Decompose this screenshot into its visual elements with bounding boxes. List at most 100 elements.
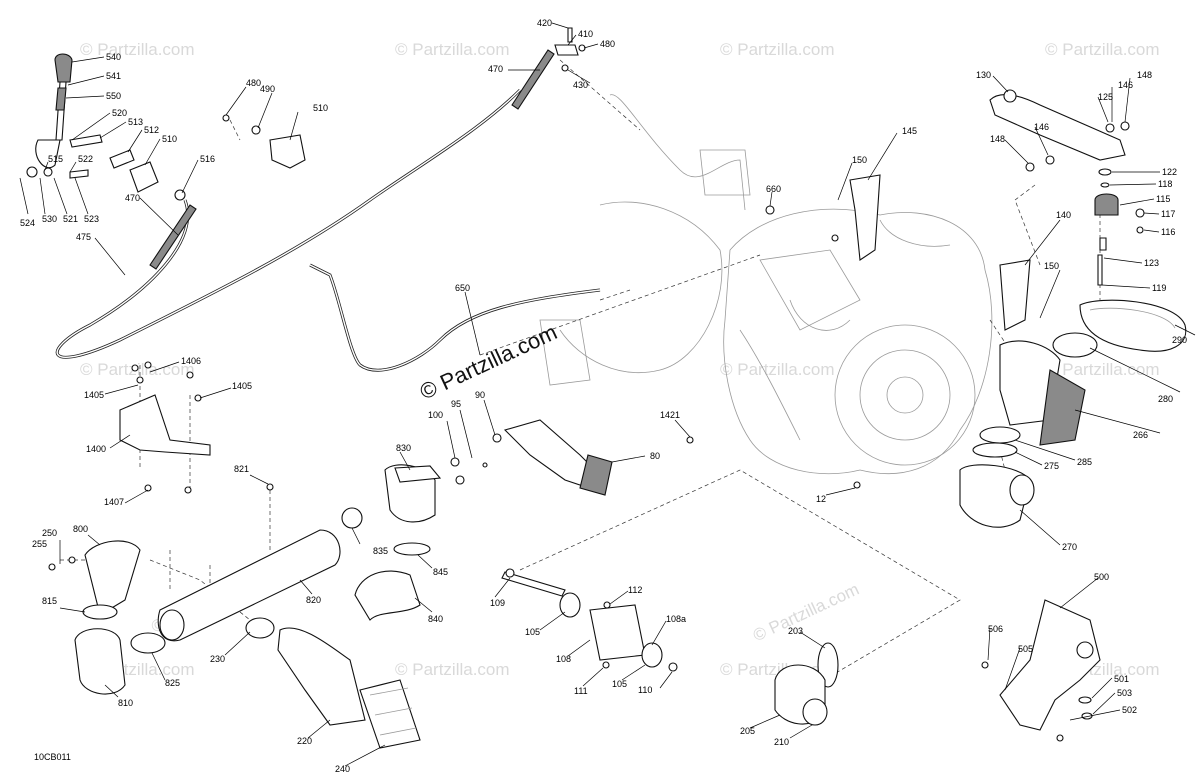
callout-112: 112 [628, 585, 642, 595]
callout-105: 105 [612, 679, 627, 689]
callout-470: 470 [488, 64, 503, 74]
air-intake-205 [774, 642, 839, 726]
callout-290: 290 [1172, 335, 1187, 345]
engine-support-130 [989, 89, 1130, 172]
callout-210: 210 [774, 737, 789, 747]
callout-90: 90 [475, 390, 485, 400]
watermark: © Partzilla.com [80, 40, 195, 59]
callout-108: 108 [556, 654, 571, 664]
callout-500: 500 [1094, 572, 1109, 582]
watermark-main: © Partzilla.com [416, 319, 561, 404]
callout-470: 470 [125, 193, 140, 203]
callout-512: 512 [144, 125, 159, 135]
callout-840: 840 [428, 614, 443, 624]
engine-mount-stack [1094, 168, 1145, 286]
callout-420: 420 [537, 18, 552, 28]
callout-821: 821 [234, 464, 249, 474]
callout-110: 110 [638, 685, 652, 695]
watermark: © Partzilla.com [720, 360, 835, 379]
callout-510: 510 [162, 134, 177, 144]
callout-140: 140 [1056, 210, 1071, 220]
watermark: © Partzilla.com [1045, 360, 1160, 379]
callout-523: 523 [84, 214, 99, 224]
watermark: © Partzilla.com [1045, 40, 1160, 59]
callout-820: 820 [306, 595, 321, 605]
callout-410: 410 [578, 29, 593, 39]
callout-12: 12 [816, 494, 826, 504]
callout-146: 146 [1034, 122, 1049, 132]
callout-522: 522 [78, 154, 93, 164]
callout-815: 815 [42, 596, 57, 606]
callout-100: 100 [428, 410, 443, 420]
callout-266: 266 [1133, 430, 1148, 440]
callout-430: 430 [573, 80, 588, 90]
callout-505: 505 [1018, 644, 1033, 654]
callout-490: 490 [260, 84, 275, 94]
callout-502: 502 [1122, 705, 1137, 715]
callout-117: 117 [1161, 209, 1175, 219]
callout-550: 550 [106, 91, 121, 101]
callout-105: 105 [525, 627, 540, 637]
callout-80: 80 [650, 451, 660, 461]
callout-130: 130 [976, 70, 991, 80]
callout-122: 122 [1162, 167, 1177, 177]
callout-148: 148 [1137, 70, 1152, 80]
callout-501: 501 [1114, 674, 1129, 684]
callout-250: 250 [42, 528, 57, 538]
callout-285: 285 [1077, 457, 1092, 467]
callout-1400: 1400 [86, 444, 106, 454]
callout-123: 123 [1144, 258, 1159, 268]
bracket-500 [981, 599, 1101, 742]
diagram-id: 10CB011 [34, 752, 71, 762]
callout-513: 513 [128, 117, 143, 127]
cvt-air-ducts [853, 299, 1187, 528]
callout-labels: 540 541 550 520 513 512 510 516 522 515 … [20, 18, 1187, 774]
callout-148: 148 [990, 134, 1005, 144]
callout-503: 503 [1117, 688, 1132, 698]
callout-240: 240 [335, 764, 350, 774]
callout-150: 150 [852, 155, 867, 165]
callout-835: 835 [373, 546, 388, 556]
callout-116: 116 [1161, 227, 1175, 237]
callout-530: 530 [42, 214, 57, 224]
callout-115: 115 [1156, 194, 1170, 204]
callout-516: 516 [200, 154, 215, 164]
callout-1407: 1407 [104, 497, 124, 507]
callout-524: 524 [20, 218, 35, 228]
callout-1406: 1406 [181, 356, 201, 366]
callout-1405: 1405 [232, 381, 252, 391]
callout-220: 220 [297, 736, 312, 746]
callout-650: 650 [455, 283, 470, 293]
callout-520: 520 [112, 108, 127, 118]
callout-146: 146 [1118, 80, 1133, 90]
callout-475: 475 [76, 232, 91, 242]
callout-280: 280 [1158, 394, 1173, 404]
watermark: © Partzilla.com [395, 660, 510, 679]
callout-119: 119 [1152, 283, 1166, 293]
brackets-140-145 [765, 174, 1031, 331]
callout-108a: 108a [666, 614, 686, 624]
callout-830: 830 [396, 443, 411, 453]
callout-515: 515 [48, 154, 63, 164]
callout-1421: 1421 [660, 410, 680, 420]
callout-203: 203 [788, 626, 803, 636]
bracket-510 [222, 114, 306, 169]
callout-109: 109 [490, 598, 505, 608]
callout-540: 540 [106, 52, 121, 62]
callout-825: 825 [165, 678, 180, 688]
engine-outline [539, 94, 993, 475]
callout-660: 660 [766, 184, 781, 194]
callout-125: 125 [1098, 92, 1113, 102]
callout-541: 541 [106, 71, 121, 81]
cables [55, 49, 601, 372]
callout-205: 205 [740, 726, 755, 736]
watermark: © Partzilla.com [750, 580, 862, 646]
callout-230: 230 [210, 654, 225, 664]
callout-510: 510 [313, 103, 328, 113]
callout-275: 275 [1044, 461, 1059, 471]
callout-480: 480 [246, 78, 261, 88]
callout-845: 845 [433, 567, 448, 577]
callout-270: 270 [1062, 542, 1077, 552]
callout-255: 255 [32, 539, 47, 549]
